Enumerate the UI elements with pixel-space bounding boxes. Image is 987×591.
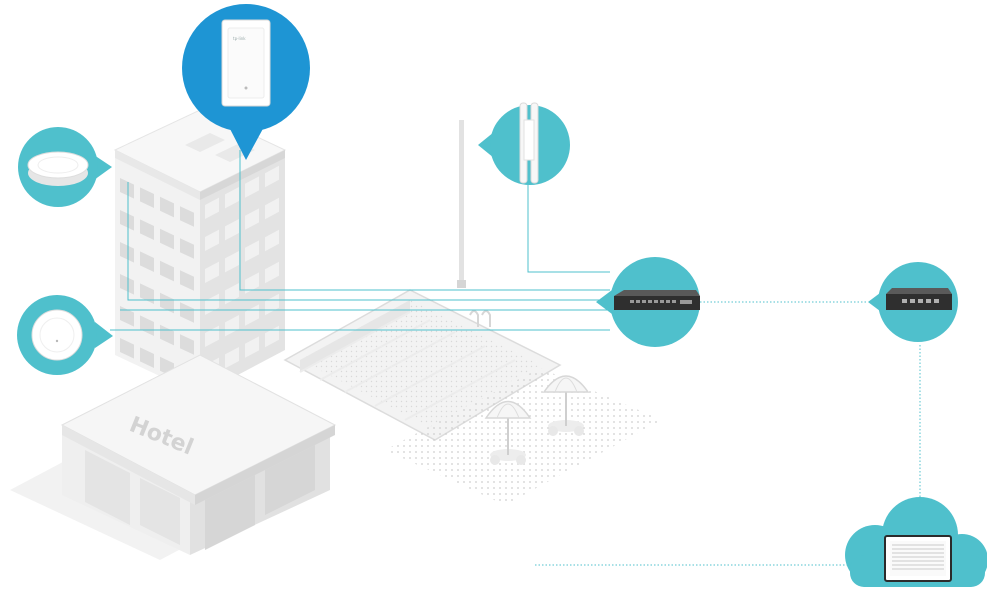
patio (385, 368, 662, 505)
ceiling-access-point-icon (27, 151, 89, 186)
window (140, 347, 154, 368)
wall-plate-access-point-icon: tp-link (221, 19, 271, 107)
cloud-controller (845, 497, 987, 587)
ceiling-access-point-icon (31, 309, 83, 361)
umbrella-right (542, 375, 590, 436)
window (160, 228, 174, 250)
window (265, 325, 279, 348)
window (140, 187, 154, 208)
window (265, 229, 279, 252)
window (140, 219, 154, 240)
window (120, 338, 134, 359)
outdoor-access-point-callout (478, 102, 570, 185)
window (180, 334, 194, 355)
window (225, 315, 239, 337)
window (180, 206, 194, 227)
window (245, 208, 259, 230)
ceiling-access-point-callout-bottom (17, 295, 113, 375)
poe-switch-icon (614, 290, 700, 310)
ceiling-access-point-callout-top (18, 127, 112, 207)
window (245, 336, 259, 358)
window (265, 197, 279, 220)
window (265, 165, 279, 188)
window (180, 302, 194, 323)
window (245, 240, 259, 262)
window (205, 229, 219, 251)
window (225, 347, 239, 369)
window (120, 210, 134, 231)
window (120, 242, 134, 263)
tower-windows (120, 165, 279, 387)
window (160, 292, 174, 314)
window (225, 283, 239, 305)
window (245, 272, 259, 294)
cloud-controller-icon (884, 535, 952, 582)
window (120, 306, 134, 327)
window (225, 187, 239, 209)
window (225, 251, 239, 273)
poe-switch-callout (596, 257, 700, 347)
outdoor-pole (457, 120, 466, 288)
window (140, 315, 154, 336)
router-callout (868, 262, 958, 342)
network-cables (110, 150, 921, 566)
window (205, 197, 219, 219)
window (245, 176, 259, 198)
window (140, 283, 154, 304)
window (180, 270, 194, 291)
svg-text:tp-link: tp-link (233, 36, 246, 41)
window (205, 261, 219, 283)
window (120, 178, 134, 199)
window (120, 274, 134, 295)
hotel-lobby: Hotel (60, 354, 337, 555)
window (140, 251, 154, 272)
window (180, 238, 194, 259)
window (160, 260, 174, 282)
wall-plate-access-point-callout: tp-link (182, 4, 310, 160)
router-icon (886, 288, 952, 310)
outdoor-access-point-icon (519, 102, 539, 184)
window (225, 219, 239, 241)
window (265, 261, 279, 284)
window (160, 196, 174, 218)
umbrella-left (484, 400, 532, 465)
window (205, 325, 219, 347)
